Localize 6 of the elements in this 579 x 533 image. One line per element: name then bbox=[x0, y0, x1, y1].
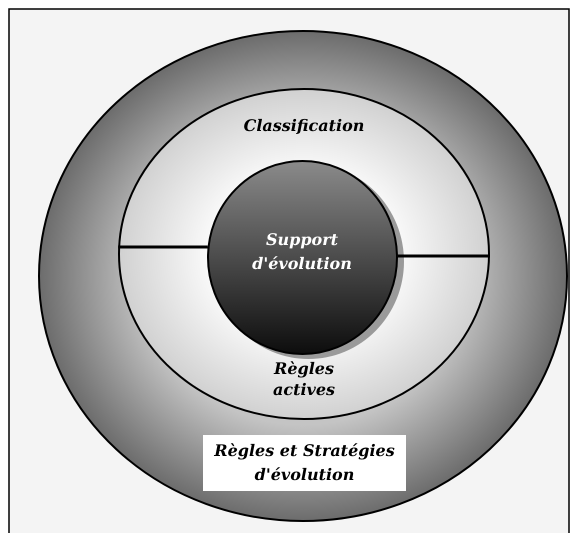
core-label: Support d'évolution bbox=[251, 229, 353, 275]
divider-line bbox=[398, 254, 490, 258]
ring-label: Règles et Stratégies d'évolution bbox=[203, 435, 406, 491]
sector-label: Règles actives bbox=[272, 358, 336, 400]
sector-label: Classification bbox=[242, 115, 366, 137]
divider-line bbox=[118, 246, 208, 248]
